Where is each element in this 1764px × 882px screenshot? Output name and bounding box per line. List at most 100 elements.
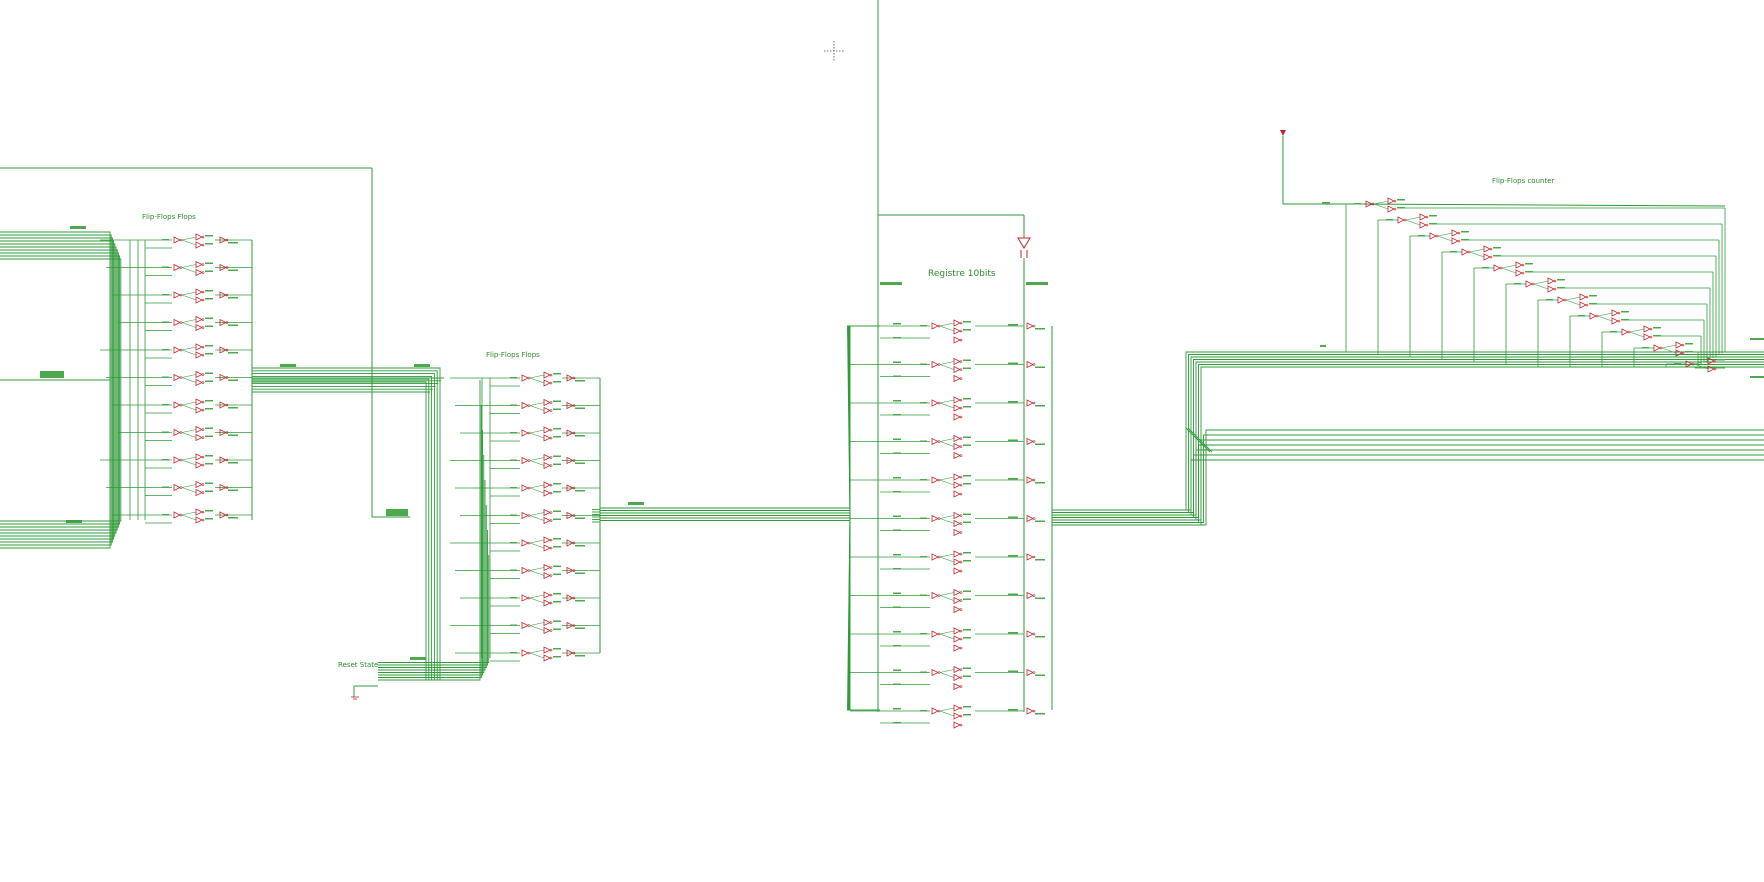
register-pin	[893, 323, 901, 325]
reg-in-bus	[848, 514, 880, 711]
block1-out-gate-3	[219, 318, 229, 327]
counter-cell-7-gate-a	[1589, 312, 1599, 320]
counter-cell-1-gate-a	[1397, 216, 1407, 224]
register-out-pin	[1008, 324, 1018, 326]
block1-out-gate-7	[219, 428, 229, 437]
reg-in-bus	[849, 325, 880, 508]
right-bus-marker	[1320, 345, 1326, 347]
counter-cell-4-link	[1501, 264, 1517, 269]
block2-cell-3-gate-b	[543, 453, 553, 462]
register-cell-2-link	[939, 399, 955, 404]
register-cell-8-gate-c	[953, 635, 963, 643]
register-cell-3-link	[939, 438, 955, 442]
register-cell-3-gate-a	[931, 437, 941, 446]
register-cell-10-pin	[963, 706, 971, 708]
counter-cell-10-pin	[1674, 363, 1681, 365]
block2-cell-9-pin	[510, 624, 517, 626]
register-cell-9-gate-b	[953, 665, 963, 674]
register-cell-6-link	[939, 556, 955, 563]
counter-cell-7-pin	[1578, 315, 1585, 317]
block2-cell-8-gate-b	[543, 591, 553, 599]
block2-cell-0-pin	[553, 381, 561, 383]
block1-cell-3-link	[181, 319, 197, 323]
register-cell-6-pin	[920, 556, 927, 558]
register-cell-8-link	[939, 633, 955, 640]
block2-cell-9-link	[529, 625, 545, 631]
counter-cell-2-pin	[1418, 235, 1425, 237]
block1-input-marker	[40, 371, 64, 378]
block1-cell-8-pin	[162, 459, 169, 461]
b1-b2-bus	[252, 370, 438, 681]
block1-cell-9-pin	[205, 490, 213, 492]
block2-cell-4-link	[529, 484, 545, 489]
register-cell-7-pin	[963, 590, 971, 592]
block2-cell-5-pin	[553, 518, 561, 520]
reset-bus	[378, 455, 485, 673]
block2-cell-8-pin	[510, 597, 517, 599]
counter-cell-2-link	[1437, 232, 1453, 237]
block2-cell-10-link	[529, 649, 545, 654]
register-cell-4-gate-c	[953, 481, 963, 489]
block2-out-pin	[575, 462, 585, 464]
register-cell-2-gate-c	[953, 404, 963, 412]
register-cell-5-gate-a	[931, 514, 941, 523]
register-extra-gate-7	[953, 605, 963, 614]
block1-cell-6-pin	[205, 408, 213, 410]
register-out-pin	[1035, 443, 1045, 445]
block1-bus	[0, 240, 115, 540]
block1-cell-2-pin	[205, 298, 213, 300]
block2-cell-5-gate-b	[543, 508, 553, 517]
block1-cell-3-pin	[205, 325, 213, 327]
register-cell-6-pin	[963, 560, 971, 562]
register-cell-10-gate-a	[931, 707, 941, 715]
register-cell-1-gate-b	[953, 357, 963, 366]
block2-out-pin	[575, 490, 585, 492]
block2-cell-1-pin	[553, 408, 561, 410]
register-out-pin	[1035, 559, 1045, 561]
block2-cell-10-gate-b	[543, 646, 553, 654]
counter-cell-1-link	[1405, 216, 1421, 221]
block2-cell-6-gate-c	[543, 544, 553, 552]
block2-cell-5-pin	[510, 514, 517, 516]
block2-cell-1-gate-b	[543, 398, 553, 407]
block2-cell-6-link	[529, 539, 545, 544]
block1-out-pin	[228, 462, 238, 464]
block2-cell-3-pin	[553, 455, 561, 457]
register-pin	[893, 645, 901, 647]
register-out-pin	[1035, 674, 1045, 676]
counter-cell-9-link	[1661, 347, 1677, 354]
counter-cell-8-gate-b	[1643, 325, 1653, 333]
counter-cell-3-gate-c	[1483, 253, 1493, 261]
b1-bus-marker	[414, 364, 430, 367]
register-pin	[893, 592, 901, 594]
block1-cell-3-gate-b	[195, 315, 205, 324]
block2-cell-0-gate-c	[543, 379, 553, 387]
block2-cell-8-pin	[553, 593, 561, 595]
register-pin	[893, 722, 901, 724]
reg-right-bus	[1052, 364, 1764, 523]
register-cell-2-gate-a	[931, 399, 941, 407]
counter-cell-3-pin	[1493, 255, 1501, 257]
register-cell-5-pin	[920, 517, 927, 519]
counter-cell-5-link	[1533, 283, 1549, 290]
register-cell-0-gate-b	[953, 319, 963, 327]
register-cell-10-link	[939, 710, 955, 717]
block2-cell-6-gate-b	[543, 536, 553, 544]
counter-cell-9-link	[1661, 344, 1677, 349]
counter-cell-9-pin	[1685, 343, 1693, 345]
block2-cell-3-pin	[510, 459, 517, 461]
counter-cell-3-pin	[1493, 247, 1501, 249]
reset-label: Reset State	[338, 661, 378, 669]
block2-cell-4-link	[529, 487, 545, 494]
register-cell-4-gate-a	[931, 476, 941, 484]
counter-marker	[1322, 202, 1330, 204]
counter-cell-8-gate-c	[1643, 333, 1653, 341]
register-extra-gate-10	[953, 721, 963, 729]
block1-cell-7-link	[181, 429, 197, 433]
block2-cell-7-pin	[510, 569, 517, 571]
block1-cell-10-gate-c	[195, 516, 205, 524]
reg-in-bus	[849, 325, 880, 511]
block1-cell-5-gate-c	[195, 378, 205, 387]
